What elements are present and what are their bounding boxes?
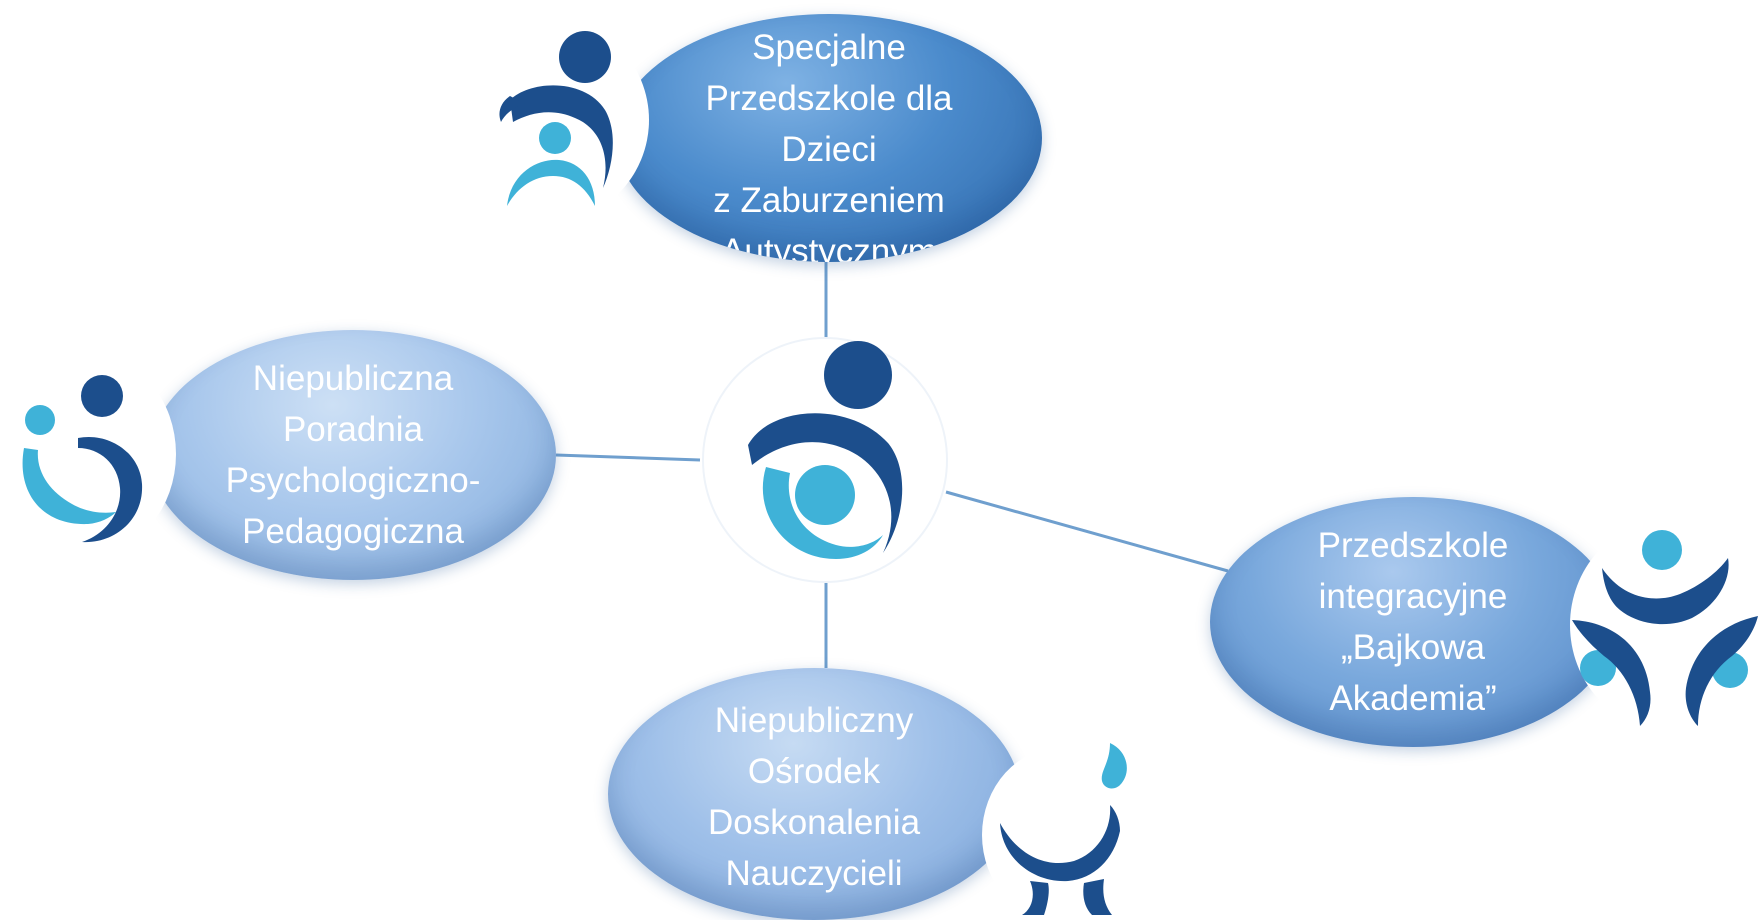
left-node-logo [2,352,177,557]
node-special-preschool[interactable]: Specjalne Przedszkole dla Dzieci z Zabur… [616,14,1042,262]
center-logo [700,335,950,585]
lamp-flame-icon [982,743,1142,920]
top-node-logo [435,10,655,230]
bottom-node-logo [980,725,1145,920]
node-special-preschool-label: Specjalne Przedszkole dla Dzieci z Zabur… [705,28,953,262]
node-counseling-center-label: Niepubliczna Poradnia Psychologiczno- Pe… [225,359,481,551]
node-integration-preschool[interactable]: Przedszkole integracyjne „Bajkowa Akadem… [1210,497,1616,747]
node-teacher-training-center-label: Niepubliczny Ośrodek Doskonalenia Nauczy… [707,701,921,893]
connector-left [555,453,701,462]
embrace-figures-icon [4,354,176,554]
right-node-logo [1560,520,1759,730]
three-figures-circle-icon [1570,522,1758,728]
node-teacher-training-center[interactable]: Niepubliczny Ośrodek Doskonalenia Nauczy… [608,668,1020,920]
node-integration-preschool-label: Przedszkole integracyjne „Bajkowa Akadem… [1317,526,1509,718]
parent-child-icon [441,16,649,224]
organization-logo-icon [702,337,948,583]
node-counseling-center[interactable]: Niepubliczna Poradnia Psychologiczno- Pe… [150,330,556,580]
connector-right [945,490,1229,573]
